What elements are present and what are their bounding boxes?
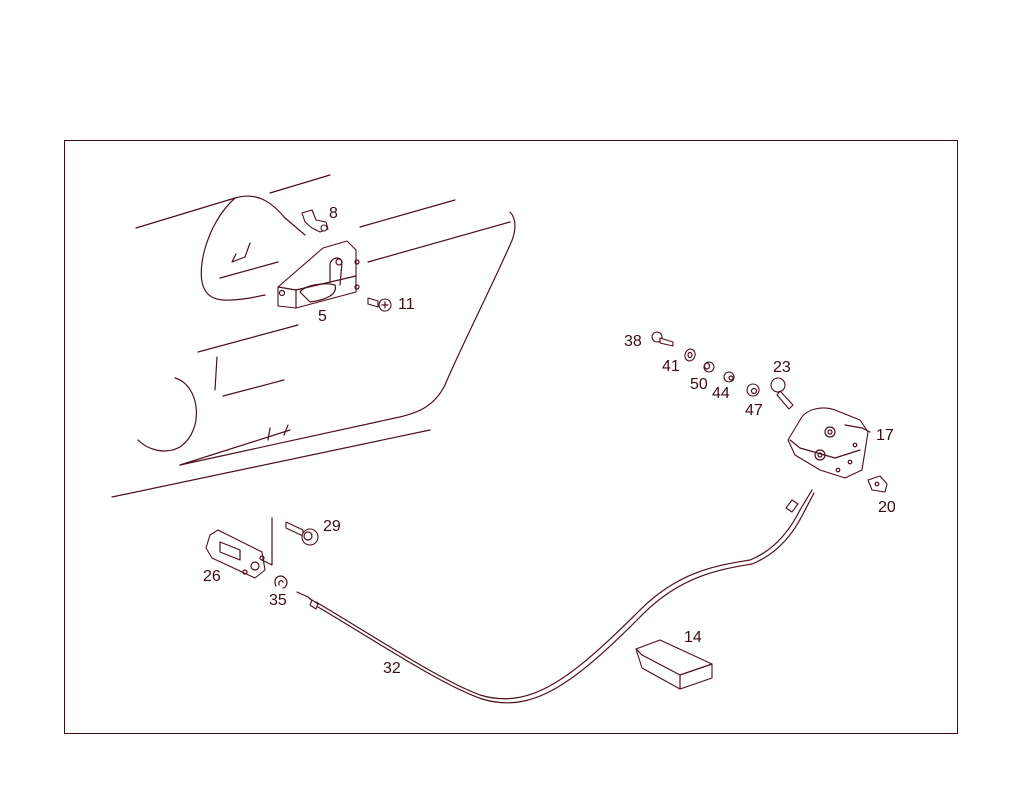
callout-labels: 8 5 11 38 41 50 44 47 23 17 20 29 26 35 … bbox=[203, 205, 896, 677]
part-41-washer bbox=[684, 348, 696, 362]
part-50-bushing bbox=[703, 361, 715, 373]
callout-32[interactable]: 32 bbox=[383, 660, 401, 677]
callout-14[interactable]: 14 bbox=[684, 629, 702, 646]
callout-5[interactable]: 5 bbox=[318, 308, 327, 325]
part-14-control-module bbox=[635, 639, 713, 690]
callout-23[interactable]: 23 bbox=[773, 359, 791, 376]
part-23-bolt bbox=[770, 377, 794, 410]
diagram-frame bbox=[64, 140, 958, 734]
callout-8[interactable]: 8 bbox=[329, 205, 338, 222]
part-26-lock-cylinder bbox=[205, 529, 266, 579]
callout-44[interactable]: 44 bbox=[712, 385, 730, 402]
part-20-clip bbox=[867, 475, 888, 493]
door-outline bbox=[111, 174, 516, 498]
callout-41[interactable]: 41 bbox=[662, 358, 680, 375]
part-8-clip bbox=[301, 209, 329, 233]
callout-47[interactable]: 47 bbox=[745, 402, 763, 419]
callout-11[interactable]: 11 bbox=[398, 296, 415, 313]
callout-35[interactable]: 35 bbox=[269, 592, 287, 609]
callout-38[interactable]: 38 bbox=[624, 333, 642, 350]
callout-29[interactable]: 29 bbox=[323, 518, 341, 535]
part-35-retaining-clip bbox=[274, 575, 288, 589]
part-44-nut bbox=[723, 371, 735, 383]
part-5-bracket bbox=[277, 240, 360, 309]
part-29-bolt bbox=[285, 521, 319, 546]
part-47-grommet bbox=[746, 383, 760, 397]
callout-26[interactable]: 26 bbox=[203, 568, 221, 585]
leader-line-26-29 bbox=[261, 517, 273, 566]
part-11-screw bbox=[367, 297, 392, 312]
part-17-door-lock bbox=[787, 407, 871, 479]
part-38-bolt bbox=[651, 331, 674, 347]
part-32-bowden-cable bbox=[296, 489, 815, 704]
callout-17[interactable]: 17 bbox=[876, 427, 894, 444]
callout-50[interactable]: 50 bbox=[690, 376, 708, 393]
callout-20[interactable]: 20 bbox=[878, 499, 896, 516]
